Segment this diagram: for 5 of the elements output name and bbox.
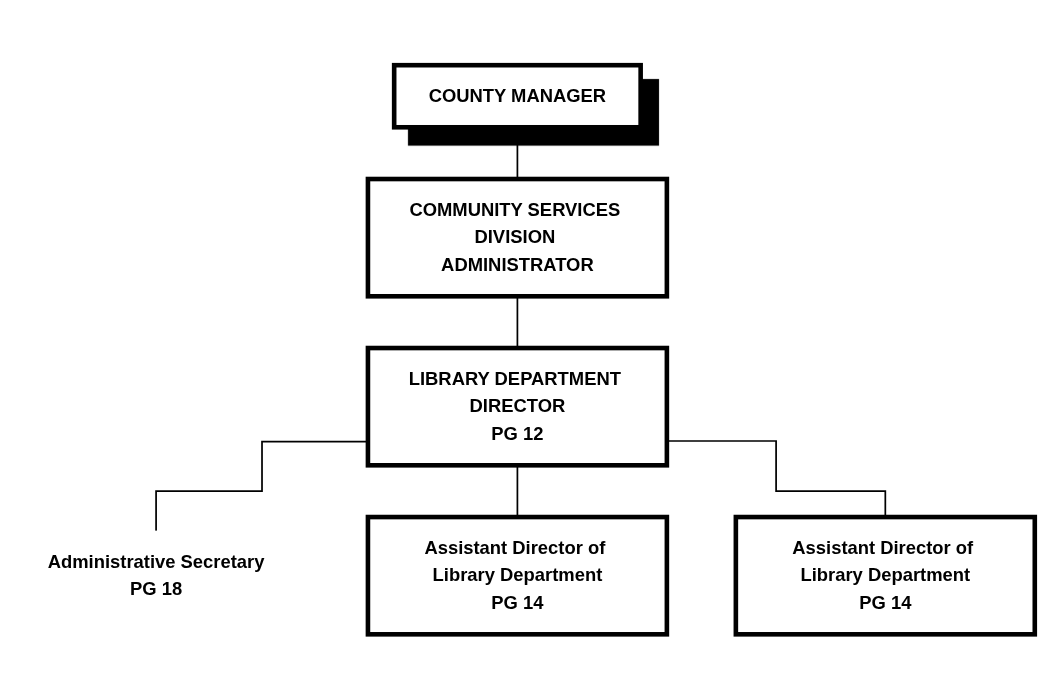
node-box: LIBRARY DEPARTMENT DIRECTOR PG 12 <box>365 345 669 468</box>
node-box: Assistant Director of Library Department PG 14 <box>365 515 669 637</box>
node-text: Administrative Secretary PG 18 <box>47 551 264 599</box>
node-box: Assistant Director of Library Department PG 14 <box>733 515 1037 637</box>
node-box: COMMUNITY SERVICES DIVISION ADMINISTRATOR <box>365 176 669 299</box>
